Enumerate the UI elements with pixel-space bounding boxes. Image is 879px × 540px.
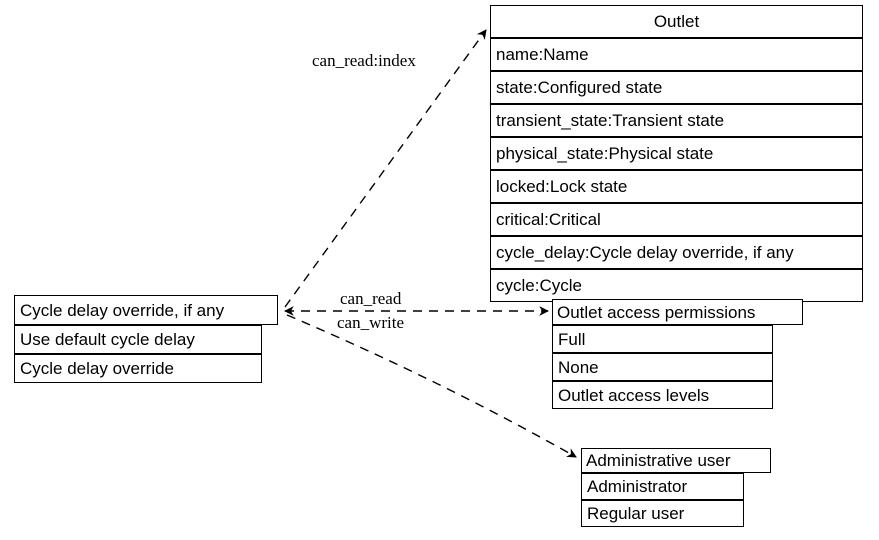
cycle-delay-override-field-use-default: Use default cycle delay	[14, 325, 262, 354]
administrative-user-title: Administrative user	[581, 448, 771, 473]
edge-label-can-read-index: can_read:index	[312, 51, 416, 70]
edge-line-can-read-index	[284, 29, 487, 308]
outlet-access-permissions-title: Outlet access permissions	[552, 299, 803, 325]
edge-label-can-read: can_read	[340, 289, 402, 308]
outlet-field-name: name:Name	[490, 38, 863, 71]
cycle-delay-override-title: Cycle delay override, if any	[14, 295, 278, 325]
administrative-user-field-administrator: Administrator	[581, 473, 744, 500]
outlet-field-cycle-delay: cycle_delay:Cycle delay override, if any	[490, 236, 863, 269]
cycle-delay-override-field-override: Cycle delay override	[14, 354, 262, 383]
outlet-field-physical-state: physical_state:Physical state	[490, 137, 863, 170]
edge-line-admin-user	[286, 314, 577, 458]
outlet-field-transient-state: transient_state:Transient state	[490, 104, 863, 137]
outlet-title: Outlet	[490, 5, 863, 38]
outlet-field-locked: locked:Lock state	[490, 170, 863, 203]
outlet-field-state: state:Configured state	[490, 71, 863, 104]
outlet-access-permissions-field-full: Full	[552, 325, 773, 353]
outlet-access-permissions-field-none: None	[552, 353, 773, 381]
edge-label-can-write: can_write	[337, 313, 405, 332]
outlet-field-cycle: cycle:Cycle	[490, 269, 863, 302]
outlet-access-permissions-field-levels: Outlet access levels	[552, 381, 773, 409]
administrative-user-field-regular-user: Regular user	[581, 500, 744, 527]
outlet-field-critical: critical:Critical	[490, 203, 863, 236]
